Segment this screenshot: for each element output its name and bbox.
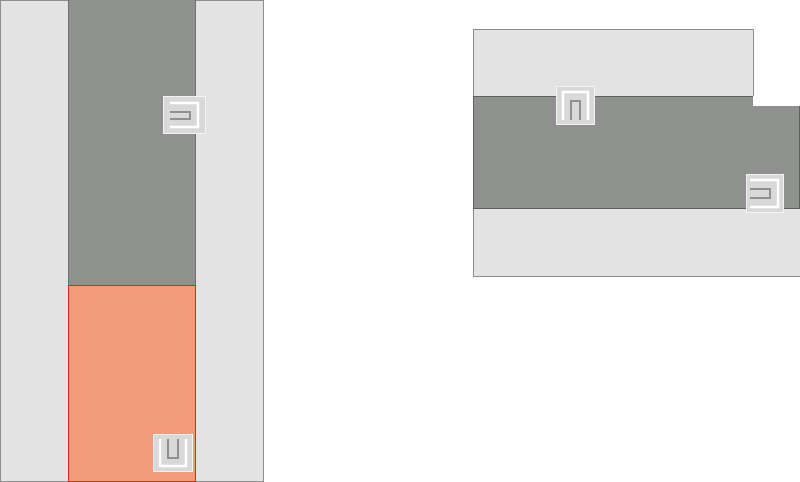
connector-icon (153, 434, 193, 472)
right-slot-1[interactable] (473, 96, 630, 209)
left-slot-occupied[interactable] (68, 0, 196, 286)
connector-icon (163, 96, 206, 134)
right-panel-notch (753, 96, 800, 106)
connector-icon (556, 86, 595, 125)
connector-icon (746, 174, 784, 213)
